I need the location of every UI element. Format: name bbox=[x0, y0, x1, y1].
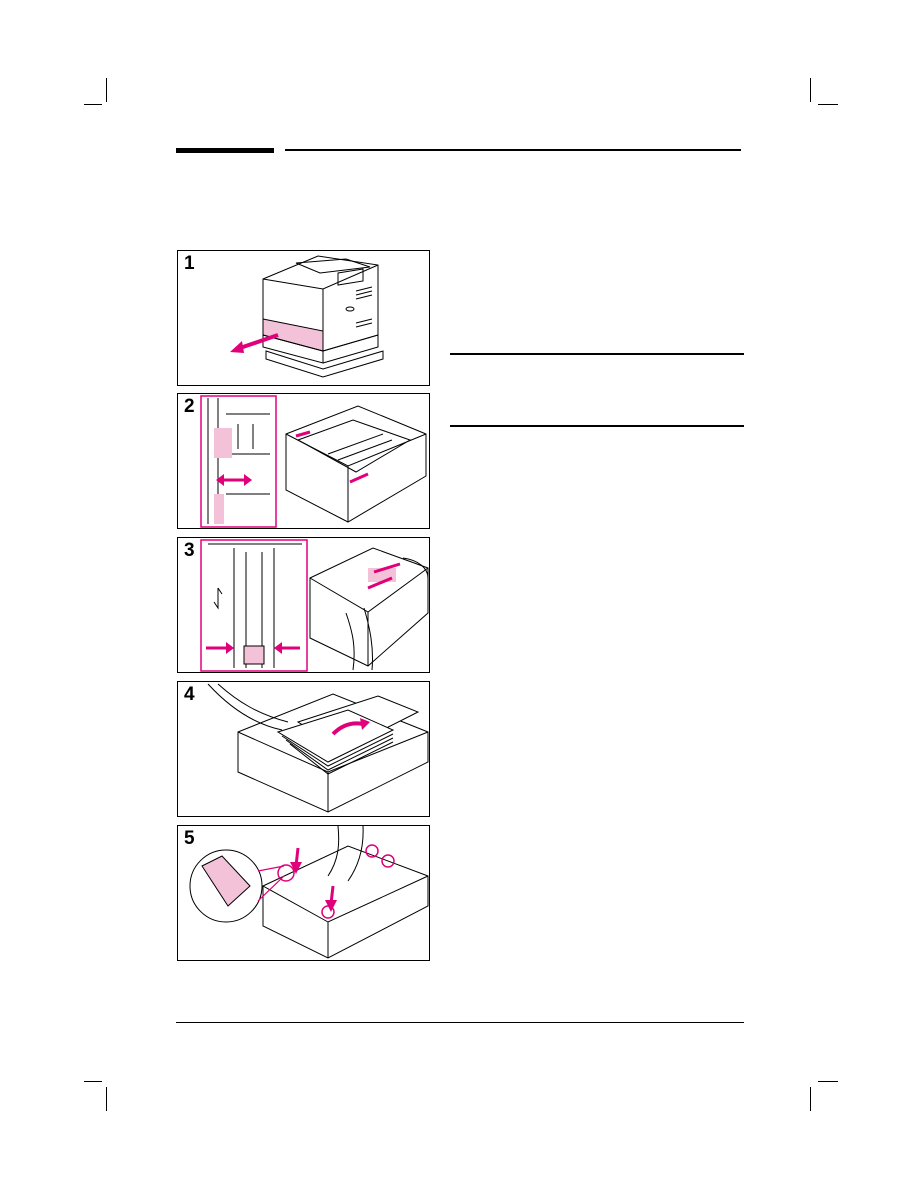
step-number: 3 bbox=[184, 540, 195, 561]
side-guides-illustration bbox=[200, 539, 429, 672]
header-rule bbox=[285, 149, 741, 151]
press-paper-illustration bbox=[189, 826, 429, 959]
step-number: 4 bbox=[184, 684, 195, 705]
step-panel-2: 2 bbox=[177, 393, 430, 529]
crop-mark-bottom-right-v bbox=[810, 1087, 811, 1111]
step-panel-5: 5 bbox=[177, 825, 430, 961]
step-number: 2 bbox=[184, 396, 195, 417]
step-number: 5 bbox=[184, 828, 195, 849]
crop-mark-bottom-right-h bbox=[818, 1081, 838, 1082]
step-panel-4: 4 bbox=[177, 681, 430, 817]
step-panel-1: 1 bbox=[177, 250, 430, 386]
crop-mark-top-left-h bbox=[84, 104, 102, 105]
rear-guide-illustration bbox=[200, 395, 427, 528]
crop-mark-bottom-left-v bbox=[106, 1087, 107, 1111]
note-rule-top bbox=[450, 353, 744, 355]
crop-mark-bottom-left-h bbox=[84, 1081, 102, 1082]
crop-mark-top-right-h bbox=[818, 104, 838, 105]
step-panel-3: 3 bbox=[177, 537, 430, 673]
load-paper-illustration bbox=[207, 683, 429, 813]
footer-rule bbox=[176, 1022, 744, 1024]
crop-mark-top-left-v bbox=[106, 78, 107, 102]
note-rule-bottom bbox=[450, 425, 744, 427]
crop-mark-top-right-v bbox=[810, 78, 811, 102]
header-bar bbox=[176, 148, 274, 153]
printer-tray-illustration bbox=[230, 255, 384, 378]
step-number: 1 bbox=[184, 253, 195, 274]
